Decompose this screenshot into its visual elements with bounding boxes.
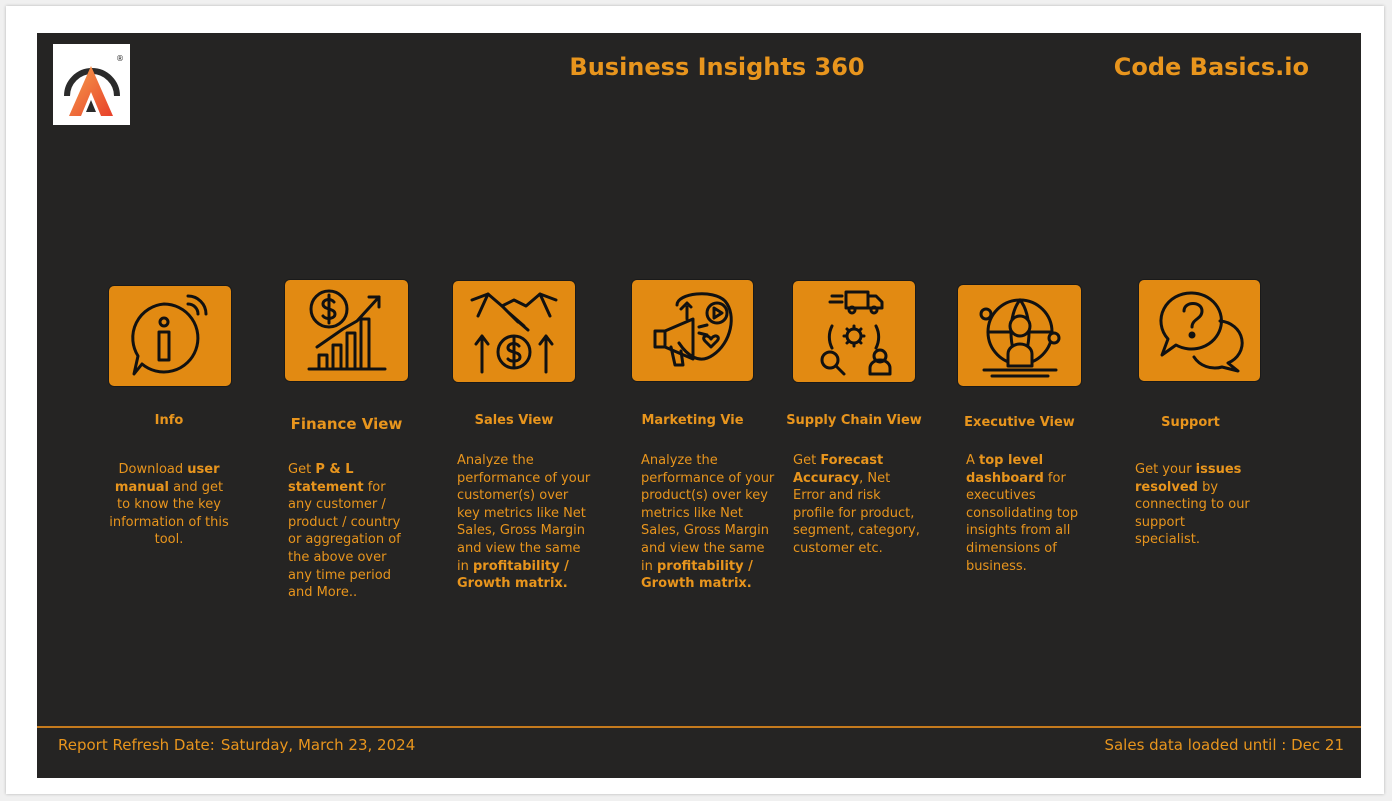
- executive-view-tile-label: Executive View: [964, 415, 1075, 430]
- supply-chain-icon: [820, 290, 892, 375]
- brand-name: Code Basics.io: [1113, 53, 1309, 81]
- info-tile-button[interactable]: [108, 285, 232, 387]
- svg-text:®: ®: [116, 54, 124, 63]
- marketing-view-tile-button[interactable]: [631, 279, 754, 382]
- marketing-view-description: Analyze the performance of your product(…: [641, 453, 775, 592]
- support-tile-label: Support: [1161, 415, 1220, 430]
- sales-view-tile-button[interactable]: [452, 280, 576, 383]
- supply-chain-view-description: Get Forecast Accuracy, Net Error and ris…: [793, 453, 920, 556]
- supply-chain-view-tile-button[interactable]: [792, 280, 916, 383]
- finance-view-tile-label: Finance View: [290, 415, 403, 433]
- support-chat-icon: [1158, 290, 1244, 372]
- info-icon: [131, 294, 208, 376]
- handshake-dollar-icon: [470, 292, 558, 373]
- company-logo: ®: [53, 44, 130, 125]
- executive-view-tile-button[interactable]: [957, 284, 1082, 387]
- executive-globe-icon: [979, 298, 1060, 377]
- finance-chart-icon: [307, 289, 386, 370]
- report-refresh-info: Report Refresh Date: Saturday, March 23, …: [58, 736, 415, 754]
- atliq-logo-icon: ®: [64, 54, 124, 116]
- sales-data-loaded-info: Sales data loaded until : Dec 21: [1104, 736, 1344, 754]
- marketing-view-tile-label: Marketing Vie: [641, 413, 744, 428]
- refresh-label: Report Refresh Date:: [58, 736, 215, 754]
- report-frame: ® Business Insights 360 Code Basics.io I…: [6, 6, 1384, 794]
- sales-view-description: Analyze the performance of your customer…: [457, 453, 591, 592]
- report-title: Business Insights 360: [569, 53, 865, 81]
- info-tile-label: Info: [154, 413, 184, 428]
- finance-view-description: Get P & L statement for any customer / p…: [288, 462, 401, 601]
- footer-divider: [37, 726, 1361, 728]
- info-description: Download user manual and get to know the…: [109, 462, 229, 548]
- megaphone-icon: [653, 291, 733, 366]
- support-tile-button[interactable]: [1138, 279, 1261, 382]
- refresh-date: Saturday, March 23, 2024: [220, 736, 416, 754]
- report-canvas: ® Business Insights 360 Code Basics.io I…: [37, 33, 1361, 778]
- support-description: Get your issues resolved by connecting t…: [1135, 462, 1250, 548]
- sales-view-tile-label: Sales View: [474, 413, 554, 428]
- executive-view-description: A top level dashboard for executives con…: [966, 453, 1079, 574]
- supply-chain-view-tile-label: Supply Chain View: [786, 413, 922, 428]
- finance-view-tile-button[interactable]: [284, 279, 409, 382]
